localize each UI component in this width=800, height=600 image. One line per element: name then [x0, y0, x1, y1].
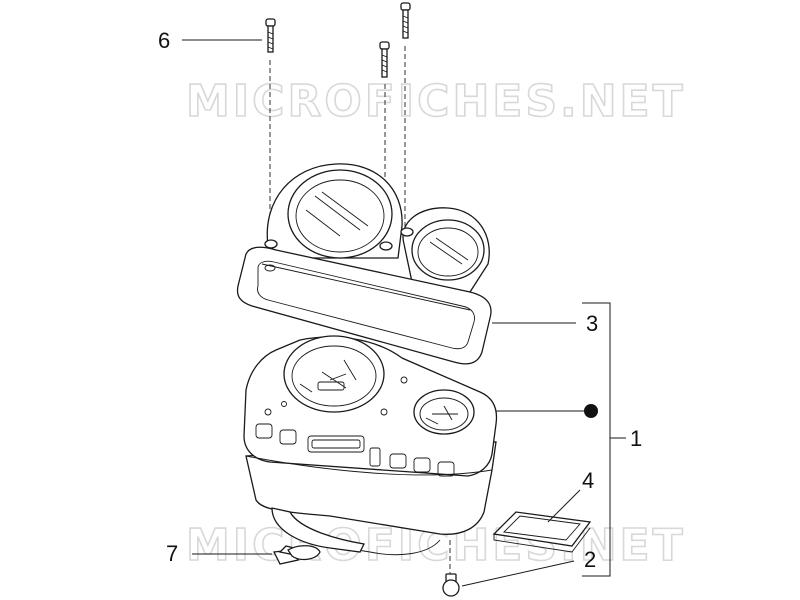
clip: [273, 545, 321, 565]
assembly-dot: [584, 404, 598, 418]
screw-middle: [379, 41, 390, 244]
instrument-cluster: [243, 335, 498, 556]
screw-right: [400, 2, 411, 228]
instrument-cover: [236, 163, 492, 365]
rubber-pad: [492, 511, 592, 553]
watermark-top: MICROFICHES.NET: [186, 76, 686, 127]
bulb: [442, 540, 460, 597]
callout-6: 6: [158, 28, 170, 53]
callout-3: 3: [586, 311, 598, 336]
callout-7: 7: [166, 541, 178, 566]
callout-2: 2: [584, 547, 596, 572]
callout-4: 4: [582, 468, 594, 493]
leader-4: [547, 489, 581, 523]
assembly-bracket: [582, 302, 611, 577]
screw-left: [265, 18, 276, 238]
leader-2: [461, 560, 575, 587]
callout-1: 1: [630, 426, 642, 451]
